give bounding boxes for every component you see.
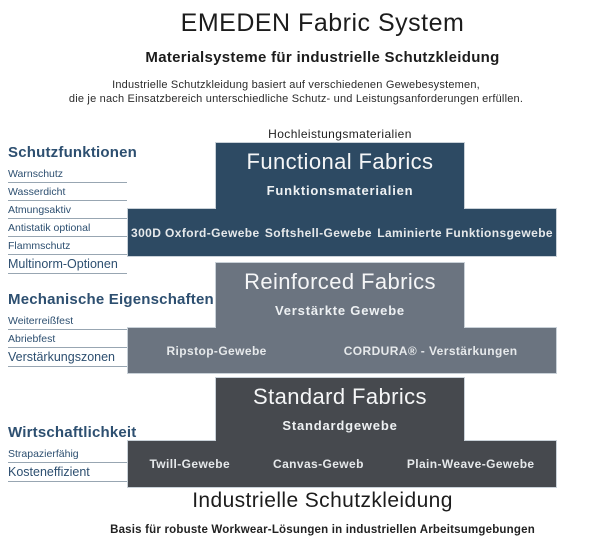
page-subtitle: Materialsysteme für industrielle Schutzk… bbox=[145, 49, 500, 66]
group-item: Warnschutz bbox=[8, 165, 127, 183]
header: EMEDEN Fabric System Materialsysteme für… bbox=[45, 0, 600, 66]
tier-subtitle: Funktionsmaterialien bbox=[266, 183, 414, 198]
group-item: Wasserdicht bbox=[8, 183, 127, 201]
tier-title: Reinforced Fabrics bbox=[244, 269, 436, 294]
tier-block-reinforced: Reinforced Fabrics Verstärkte Gewebe bbox=[215, 262, 465, 328]
left-group-wirtschaftlichkeit: Wirtschaftlichkeit Strapazierfähig Koste… bbox=[8, 424, 137, 482]
footer-title: Industrielle Schutzkleidung bbox=[192, 489, 453, 512]
description-line-1: Industrielle Schutzkleidung basiert auf … bbox=[112, 79, 480, 91]
group-item: Verstärkungszonen bbox=[8, 348, 127, 367]
group-item: Strapazierfähig bbox=[8, 445, 127, 463]
fabric-label: Twill-Gewebe bbox=[149, 457, 231, 471]
group-item: Kosteneffizient bbox=[8, 463, 127, 482]
footer-subtitle: Basis für robuste Workwear-Lösungen in i… bbox=[110, 524, 535, 536]
group-item: Atmungsaktiv bbox=[8, 201, 127, 219]
description-line-2: die je nach Einsatzbereich unterschiedli… bbox=[68, 93, 524, 105]
page-title: EMEDEN Fabric System bbox=[180, 9, 465, 37]
tier-subtitle: Standardgewebe bbox=[282, 418, 398, 433]
tier-title: Standard Fabrics bbox=[253, 384, 427, 409]
fabric-label: Plain-Weave-Gewebe bbox=[406, 457, 535, 471]
fabric-label: Softshell-Gewebe bbox=[264, 225, 372, 240]
fabric-label: CORDURA® - Verstärkungen bbox=[343, 343, 518, 358]
tier-subtitle: Verstärkte Gewebe bbox=[275, 303, 405, 318]
description: Industrielle Schutzkleidung basiert auf … bbox=[0, 78, 592, 106]
tier-bar-reinforced: Ripstop-Gewebe CORDURA® - Verstärkungen bbox=[127, 327, 557, 374]
group-item: Flammschutz bbox=[8, 237, 127, 255]
group-item: Weiterreißfest bbox=[8, 312, 127, 330]
fabric-label: Laminierte Funktionsgewebe bbox=[377, 225, 553, 240]
left-group-mechanische-eigenschaften: Mechanische Eigenschaften Weiterreißfest… bbox=[8, 291, 214, 367]
tier-title: Functional Fabrics bbox=[246, 149, 434, 174]
tier-top-label: Hochleistungsmaterialien bbox=[268, 127, 412, 141]
tier-block-standard: Standard Fabrics Standardgewebe bbox=[215, 377, 465, 441]
group-item: Multinorm-Optionen bbox=[8, 255, 127, 274]
tier-bar-functional: 300D Oxford-Gewebe Softshell-Gewebe Lami… bbox=[127, 208, 557, 257]
tier-bar-standard: Twill-Gewebe Canvas-Geweb Plain-Weave-Ge… bbox=[127, 440, 557, 488]
group-heading: Schutzfunktionen bbox=[8, 144, 138, 161]
tier-block-functional: Functional Fabrics Funktionsmaterialien bbox=[215, 142, 465, 209]
fabric-label: Canvas-Geweb bbox=[273, 457, 364, 471]
fabric-label: 300D Oxford-Gewebe bbox=[131, 225, 260, 240]
footer: Industrielle Schutzkleidung Basis für ro… bbox=[45, 489, 600, 536]
group-heading: Mechanische Eigenschaften bbox=[8, 291, 214, 308]
group-item: Abriebfest bbox=[8, 330, 127, 348]
left-group-schutzfunktionen: Schutzfunktionen Warnschutz Wasserdicht … bbox=[8, 144, 138, 274]
group-heading: Wirtschaftlichkeit bbox=[8, 424, 137, 441]
fabric-label: Ripstop-Gewebe bbox=[166, 343, 267, 358]
group-item: Antistatik optional bbox=[8, 219, 127, 237]
